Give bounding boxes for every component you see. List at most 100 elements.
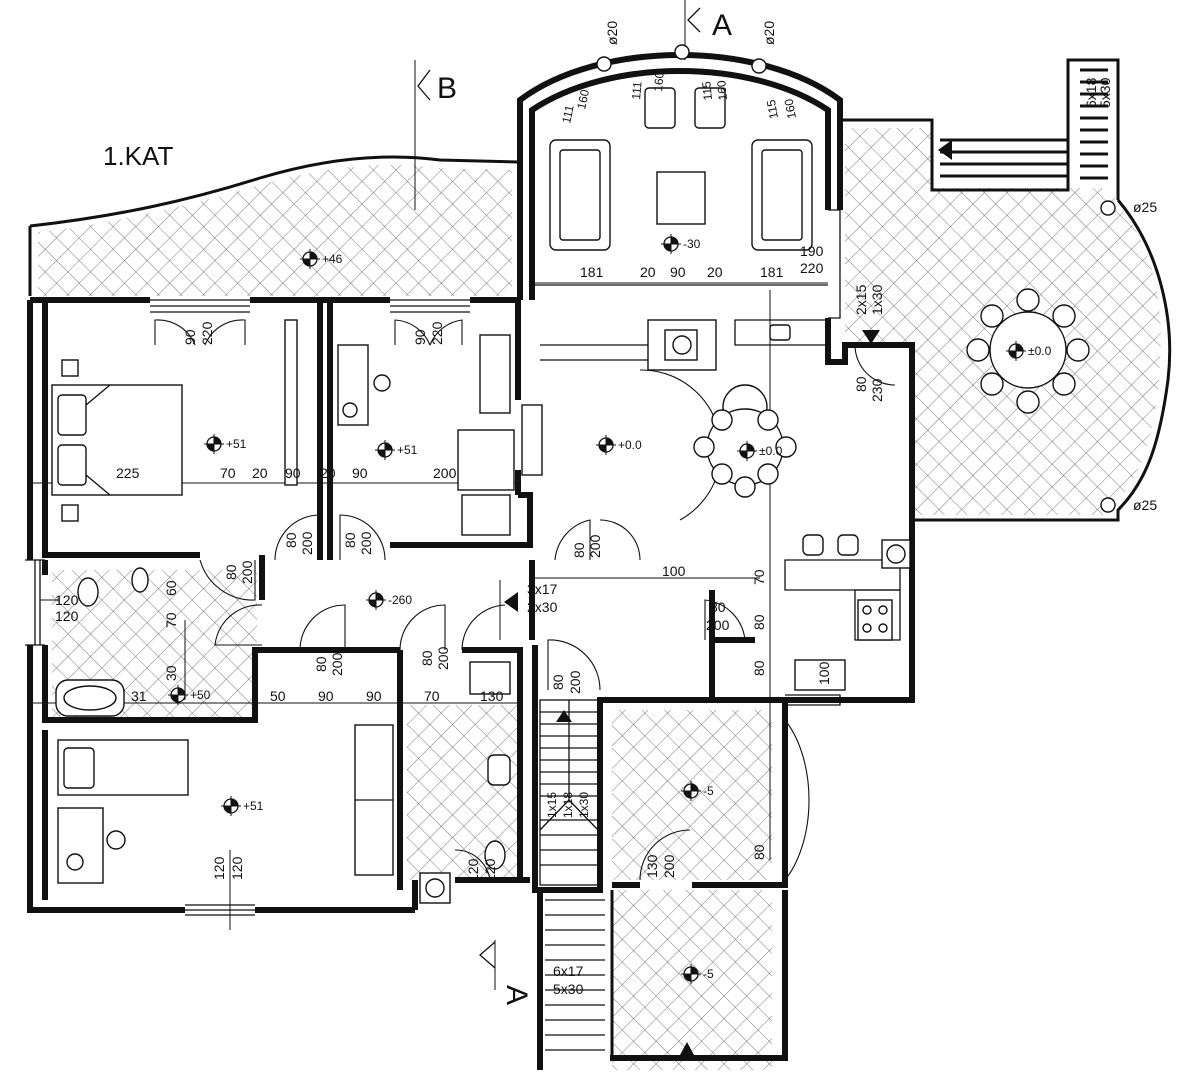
stair-note-terrace-1: 2x15 — [853, 284, 869, 315]
dim-arc-2: 160 — [574, 88, 592, 111]
dim-lower-door-4: 200 — [435, 646, 451, 670]
dim-bottom-win-3: 120 — [465, 858, 481, 882]
dim-lower-2: 90 — [318, 688, 334, 704]
dim-row-6: 90 — [352, 465, 368, 481]
dim-lower-door-3: 80 — [419, 650, 435, 666]
dim-hall-left-door-2: 200 — [239, 560, 255, 584]
terrace-table — [966, 288, 1090, 414]
dim-bed2-win-2: 220 — [429, 321, 445, 345]
level-symbol-cross — [300, 249, 320, 269]
level-living: -30 — [683, 237, 701, 251]
level-symbol-cross — [596, 435, 616, 455]
stair-note-main-1: 1x15 — [545, 792, 559, 818]
dim-bath-2: 70 — [163, 612, 179, 628]
dim-vestibule-3: 80 — [751, 844, 767, 860]
level-corridor: -260 — [388, 593, 412, 607]
dim-living-3: 90 — [670, 264, 686, 280]
sanitary-fixtures — [55, 324, 911, 904]
dim-bottom-win-4: 120 — [482, 858, 498, 882]
dim-lower-door-1: 80 — [313, 656, 329, 672]
stair-note-terrace-2: 1x30 — [869, 284, 885, 315]
dim-vestibule-1: 130 — [644, 854, 660, 878]
dim-row-4: 90 — [285, 465, 301, 481]
stair-note-entrance-2: 5x30 — [553, 981, 584, 997]
north-balcony-hatch — [38, 164, 512, 296]
level-symbol-cross — [168, 685, 188, 705]
stair-note-top-1: 6x18 — [1083, 77, 1099, 108]
dim-lower-door-2: 200 — [329, 652, 345, 676]
entrance-staircase — [545, 899, 694, 1055]
floor-label: 1.KAT — [103, 141, 173, 171]
dim-hall-door-8: 200 — [706, 617, 730, 633]
dim-living-side-2: 220 — [800, 260, 824, 276]
level-entrance: -5 — [703, 967, 714, 981]
column-diameter-4: ø25 — [1133, 497, 1157, 513]
dim-row-5: 20 — [320, 465, 336, 481]
level-symbol-cross — [681, 781, 701, 801]
level-symbol-cross — [661, 234, 681, 254]
dim-living-1: 181 — [580, 264, 604, 280]
dim-living-4: 20 — [707, 264, 723, 280]
level-bathroom: +50 — [190, 688, 211, 702]
dim-kitchen-4: 80 — [751, 660, 767, 676]
dim-bed1-win-1: 90 — [182, 329, 198, 345]
dim-arc-3: 111 — [629, 81, 645, 101]
level-symbol-cross — [204, 434, 224, 454]
level-symbol-cross — [221, 796, 241, 816]
dim-vestibule-2: 200 — [661, 854, 677, 878]
dim-arc-7: 115 — [764, 98, 781, 120]
stair-note-mid-1: 3x17 — [527, 581, 558, 597]
level-symbol-cross — [375, 440, 395, 460]
dim-lower-door-5: 80 — [550, 674, 566, 690]
bedroom-furniture — [51, 319, 543, 884]
dim-arc-6: 160 — [714, 79, 730, 100]
level-terrace: ±0.0 — [1028, 344, 1052, 358]
dim-hall-door-7: 80 — [710, 599, 726, 615]
stair-note-top-2: 5x30 — [1097, 77, 1113, 108]
dim-bed2-win-1: 90 — [412, 329, 428, 345]
columns — [596, 44, 1116, 513]
level-bedroom-2: +51 — [397, 443, 418, 457]
level-vestibule: -5 — [703, 784, 714, 798]
column-diameter-3: ø25 — [1133, 199, 1157, 215]
main-staircase — [539, 699, 599, 886]
dim-kitchen-1: 100 — [662, 563, 686, 579]
stair-note-main-2: 1x18 — [561, 792, 575, 818]
section-markers — [417, 7, 952, 969]
dim-bath-6: 120 — [55, 608, 79, 624]
dim-bath-5: 120 — [55, 592, 79, 608]
level-dining: ±0.0 — [759, 444, 783, 458]
section-mark-a-bottom: A — [500, 985, 533, 1005]
stair-note-entrance-1: 6x17 — [553, 963, 584, 979]
level-symbol-cross — [737, 441, 757, 461]
level-bedroom-3: +51 — [243, 799, 264, 813]
dim-row-3: 20 — [252, 465, 268, 481]
dim-living-2: 20 — [640, 264, 656, 280]
window-lines — [25, 209, 901, 916]
dim-lower-1: 50 — [270, 688, 286, 704]
dim-arc-8: 160 — [782, 97, 799, 119]
level-symbol-cross — [366, 590, 386, 610]
dim-terrace-door-2: 230 — [869, 378, 885, 402]
dim-bottom-win-1: 120 — [211, 856, 227, 880]
dim-arc-4: 160 — [651, 71, 667, 92]
dim-arc-5: 115 — [699, 80, 715, 101]
dim-living-5: 181 — [760, 264, 784, 280]
dim-lower-3: 90 — [366, 688, 382, 704]
level-hall: +0.0 — [618, 438, 642, 452]
level-bedroom-1: +51 — [226, 437, 247, 451]
level-symbol-cross — [1006, 341, 1026, 361]
stair-note-main-3: 1x30 — [577, 792, 591, 818]
dim-living-side-1: 190 — [800, 243, 824, 259]
dim-hall-door-4: 200 — [358, 531, 374, 555]
dim-lower-5: 130 — [480, 688, 504, 704]
column-diameter-1: ø20 — [604, 21, 620, 45]
dim-kitchen-2: 70 — [751, 569, 767, 585]
dim-lower-4: 70 — [424, 688, 440, 704]
dim-hall-left-door-1: 80 — [223, 564, 239, 580]
stair-note-mid-2: 2x30 — [527, 599, 558, 615]
dim-kitchen-3: 80 — [751, 614, 767, 630]
dim-row-7: 200 — [433, 465, 457, 481]
dim-bath-4: 31 — [131, 688, 147, 704]
